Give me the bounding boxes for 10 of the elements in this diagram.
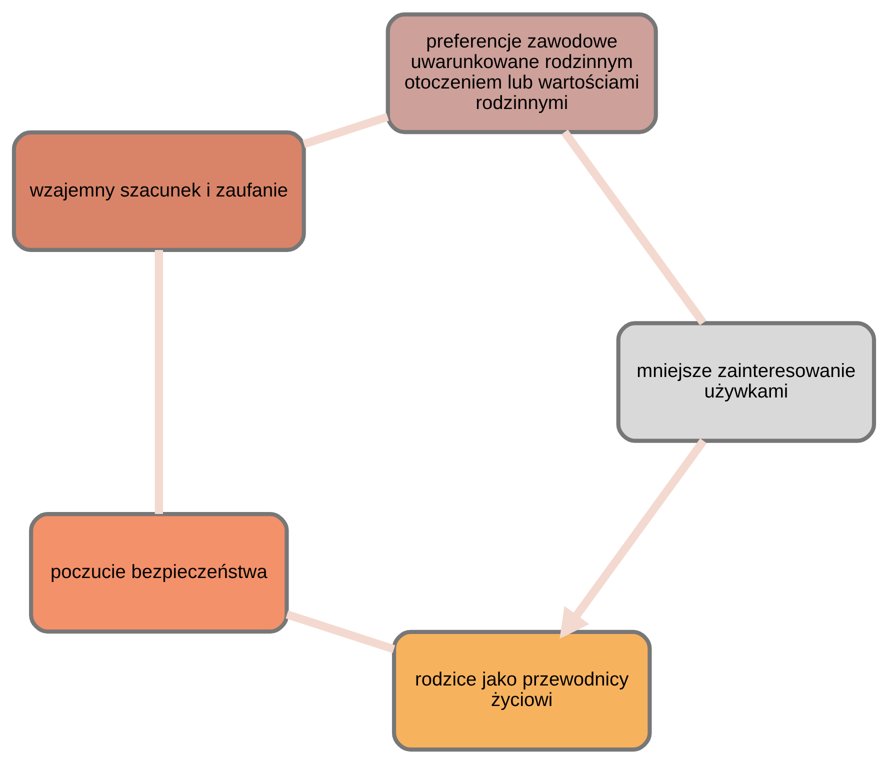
node-box: poczucie bezpieczeństwa bbox=[29, 512, 289, 634]
arrow bbox=[560, 438, 707, 639]
connector bbox=[154, 250, 163, 514]
node-box: preferencje zawodowe uwarunkowane rodzinnym otoczeniem lub wartościami rodzinnymi bbox=[386, 12, 658, 134]
node-box: rodzice jako przewodnicy życiowi bbox=[392, 630, 652, 752]
connector bbox=[286, 610, 396, 654]
node-box: mniejsze zainteresowanie używkami bbox=[616, 321, 876, 443]
node-box: wzajemny szacunek i zaufanie bbox=[12, 130, 306, 252]
connector bbox=[302, 112, 389, 148]
connector bbox=[561, 130, 707, 326]
